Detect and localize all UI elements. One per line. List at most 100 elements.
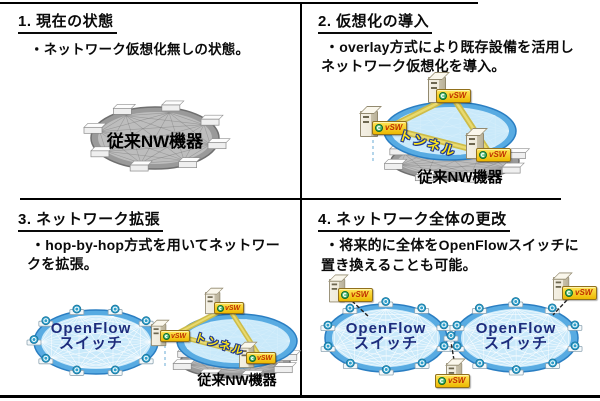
panel-4-full-network-renewal: 4. ネットワーク全体の更改 ・将来的に全体をOpenFlowスイッチに 置き換… — [300, 200, 600, 401]
vsw-label: vSW — [171, 332, 187, 340]
switch-icon — [414, 358, 430, 369]
mesh-line — [277, 326, 291, 342]
vswitch-icon — [438, 377, 446, 385]
vswitch-icon — [375, 124, 383, 132]
switch-circle — [474, 303, 484, 313]
openflow-switch-cloud — [26, 304, 166, 376]
mesh-line — [483, 308, 516, 315]
panel-4-bullet-line1: ・将来的に全体をOpenFlowスイッチに — [325, 237, 579, 253]
vsw-label: vSW — [225, 304, 241, 312]
mesh-line — [99, 131, 211, 145]
mesh-line — [420, 109, 496, 116]
mesh-line — [400, 164, 506, 169]
nw-device-icon — [200, 114, 224, 126]
device-front — [200, 118, 220, 126]
junction-switch — [443, 331, 459, 342]
nw-device-icon — [112, 104, 137, 115]
device-top — [200, 114, 224, 120]
mesh-line — [516, 361, 549, 368]
tunnel-line-highlight — [173, 306, 261, 358]
switch-swirl — [325, 343, 331, 349]
mesh-line — [417, 328, 438, 362]
switch-swirl — [549, 305, 555, 311]
switch-swirl — [143, 318, 149, 324]
mesh-line — [40, 325, 141, 343]
switch-circle — [452, 320, 462, 330]
mesh-line — [99, 112, 170, 132]
mesh-line — [99, 131, 142, 164]
switch-circle — [439, 320, 449, 330]
mesh-line — [427, 167, 506, 174]
legacy-nw-label: 従来NW機器 — [197, 372, 277, 388]
nw-device-icon — [506, 148, 531, 160]
vswitch-icon — [439, 92, 447, 100]
mesh-line — [463, 314, 484, 330]
mesh-line — [385, 308, 418, 315]
mesh-line — [99, 124, 205, 132]
vsw-label: vSW — [575, 288, 593, 297]
device-front — [172, 363, 192, 370]
switch-icon — [107, 365, 123, 376]
switch-circle — [72, 304, 82, 314]
openflow-switch-label-left: OpenFlow スイッチ — [326, 321, 446, 351]
switch-swirl — [550, 360, 556, 366]
switch-circle — [417, 358, 427, 368]
device-front — [273, 366, 293, 374]
switch-swirl — [513, 366, 519, 372]
mesh-line — [404, 154, 472, 175]
switch-icon — [508, 365, 524, 376]
switch-circle — [511, 297, 521, 306]
vsw-badge: vSW — [436, 89, 472, 103]
switch-circle — [439, 341, 449, 351]
openflow-network-graphic — [320, 297, 583, 376]
mesh-line — [246, 319, 278, 328]
mesh-line — [186, 321, 211, 349]
nw-device-icon — [463, 171, 487, 183]
mesh-line — [210, 321, 278, 328]
switch-icon — [26, 335, 42, 346]
switch-circle — [141, 316, 151, 326]
openflow-label-line1: OpenFlow — [475, 320, 557, 337]
mesh-line — [211, 366, 278, 372]
mesh-line — [494, 130, 510, 147]
mesh-line — [417, 314, 438, 330]
panel-1-bullet: ・ネットワーク仮想化無しの状態。 — [30, 42, 250, 57]
mesh-line — [112, 316, 141, 327]
device-top — [177, 157, 202, 162]
switch-swirl — [419, 360, 425, 366]
nw-device-icon — [172, 359, 196, 370]
mesh-line — [105, 115, 127, 152]
openflow-switch-cloud-left — [320, 297, 452, 376]
divider-bottom — [0, 395, 600, 398]
mesh-line — [125, 112, 170, 116]
mesh-line — [463, 328, 517, 368]
switch-swirl — [476, 305, 482, 311]
switch-swirl — [112, 306, 118, 312]
mesh-line — [334, 328, 387, 368]
mesh-line — [51, 357, 80, 368]
vsw-badge: vSW — [476, 148, 512, 162]
nw-device-icon — [161, 100, 185, 112]
mesh-line — [277, 340, 291, 356]
mesh-line — [105, 124, 205, 152]
switch-swirl — [383, 366, 389, 372]
mesh-line — [334, 314, 355, 330]
mesh-line — [400, 164, 472, 175]
mesh-line — [187, 326, 278, 334]
legacy-network-cloud-graphic — [83, 100, 231, 172]
openflow-switch-label-right: OpenFlow スイッチ — [456, 321, 576, 351]
mesh-line — [140, 124, 205, 164]
switch-icon — [69, 365, 85, 376]
mesh-line — [394, 122, 510, 132]
switch-circle — [570, 320, 580, 330]
mesh-line — [385, 308, 438, 330]
switch-circle — [345, 358, 355, 368]
mesh-line — [463, 314, 484, 348]
panel-3-bullet-line2: クを拡張。 — [27, 256, 98, 272]
vsw-badge: vSW — [160, 330, 191, 342]
switch-swirl — [383, 299, 389, 305]
mesh-line — [463, 308, 516, 330]
mesh-line — [385, 308, 438, 348]
switch-icon — [472, 358, 488, 369]
